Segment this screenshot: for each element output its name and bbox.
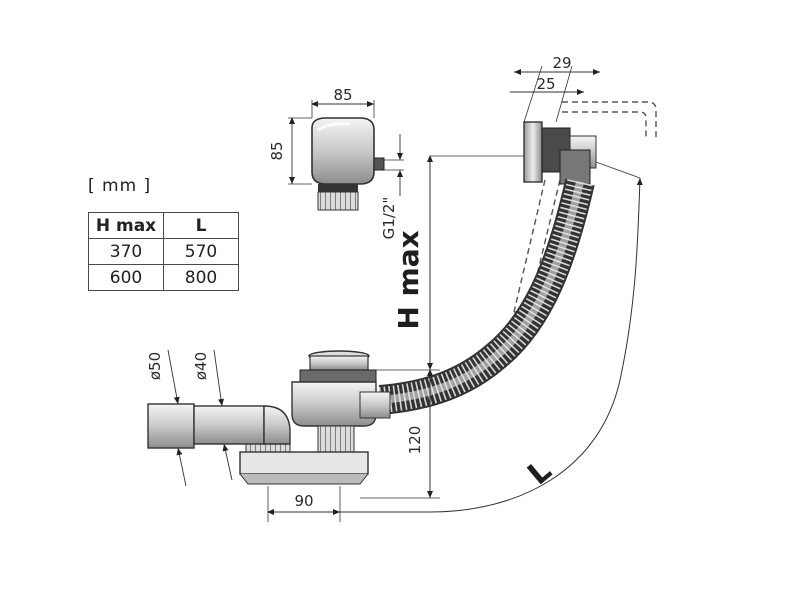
height-120-label: 120 xyxy=(406,426,424,455)
box-width-label: 85 xyxy=(333,86,352,104)
pipe-40-label: ø40 xyxy=(192,352,210,380)
overflow-box xyxy=(311,117,385,211)
dim-width-90: 90 xyxy=(267,486,341,522)
outlet-pipe xyxy=(147,403,291,449)
drain-assembly xyxy=(239,350,391,485)
table-cell: 800 xyxy=(163,264,239,291)
table-cell: 570 xyxy=(163,238,239,265)
table-row: 370 570 xyxy=(88,238,239,265)
unit-label: [ mm ] xyxy=(88,176,152,196)
table-cell: 370 xyxy=(88,238,164,265)
dim-top-offsets: 29 25 xyxy=(510,54,600,123)
table-header-row: H max L xyxy=(88,212,239,239)
dim-h-max: H max xyxy=(376,155,524,371)
dim-thread: G1/2" xyxy=(380,134,404,239)
overflow-fitting xyxy=(523,121,597,185)
table-header-hmax: H max xyxy=(88,212,164,239)
dim-box-width: 85 xyxy=(311,86,375,118)
dimension-table: H max L 370 570 600 800 xyxy=(88,212,239,291)
h-max-label: H max xyxy=(392,230,425,329)
dim-height-120: 120 xyxy=(360,369,440,499)
table-row: 600 800 xyxy=(88,264,239,291)
box-height-label: 85 xyxy=(268,141,286,160)
thread-label: G1/2" xyxy=(380,197,398,240)
length-l-label: L xyxy=(521,453,558,492)
pipe-50-label: ø50 xyxy=(146,352,164,380)
table-cell: 600 xyxy=(88,264,164,291)
top-25-label: 25 xyxy=(536,75,555,93)
dim-pipe-diameters: ø50 ø40 xyxy=(146,349,233,487)
dim-box-height: 85 xyxy=(268,117,312,185)
width-90-label: 90 xyxy=(294,492,313,510)
top-29-label: 29 xyxy=(552,54,571,72)
